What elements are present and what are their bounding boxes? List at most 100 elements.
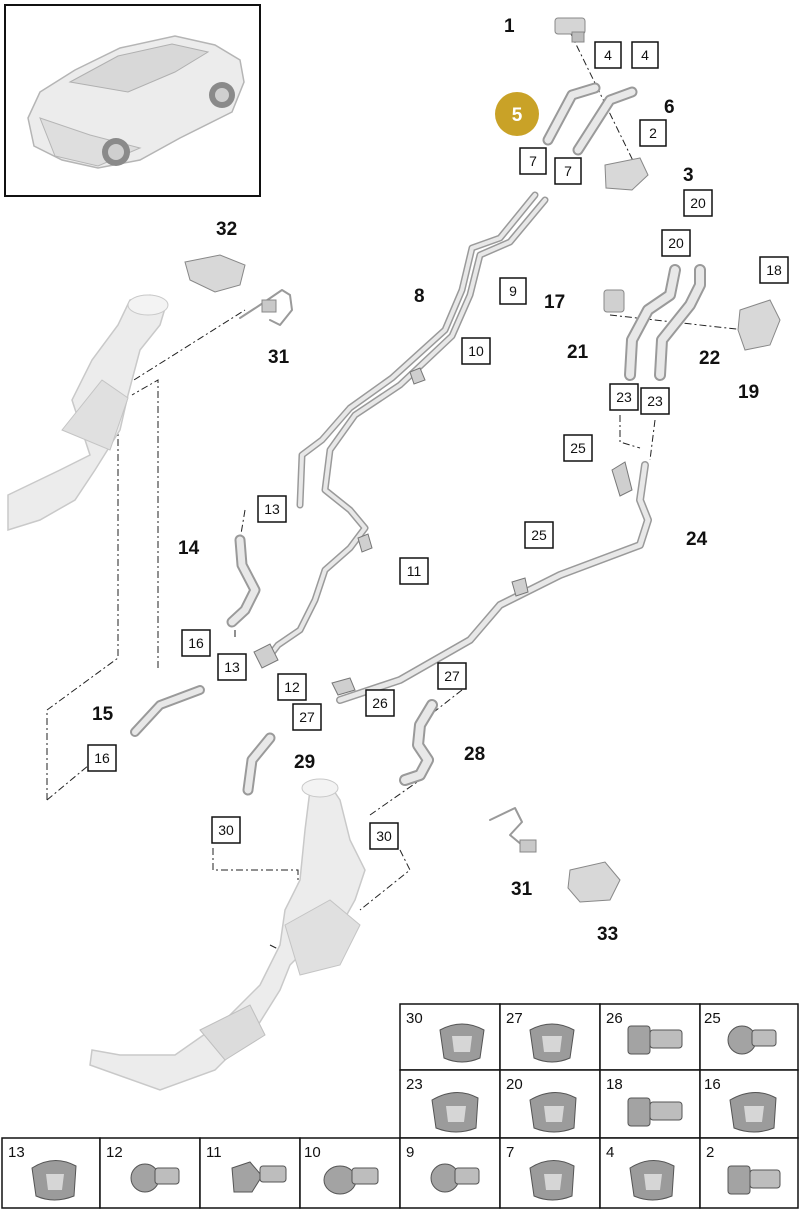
box-13b: 13 — [217, 653, 247, 681]
highlight-number: 5 — [512, 105, 523, 126]
callout-15: 15 — [92, 704, 114, 725]
clamp-icon — [439, 1023, 485, 1063]
svg-text:7: 7 — [529, 153, 537, 169]
svg-text:4: 4 — [641, 47, 649, 63]
box-30a: 30 — [211, 816, 241, 844]
box-10: 10 — [461, 337, 491, 365]
svg-text:11: 11 — [407, 563, 422, 579]
clamp-icon — [729, 1092, 777, 1133]
grid-label: 11 — [206, 1144, 222, 1161]
box-23b: 23 — [640, 387, 670, 415]
svg-text:25: 25 — [570, 440, 586, 456]
callout-14: 14 — [178, 538, 200, 559]
box-27a: 27 — [437, 662, 467, 690]
highlight-callout-5[interactable]: 5 — [495, 92, 539, 136]
callout-17: 17 — [544, 292, 565, 313]
callout-21: 21 — [567, 342, 589, 363]
boxed-callouts: 4 4 2 7 7 20 20 18 9 10 23 23 25 25 13 1… — [87, 41, 789, 850]
svg-text:25: 25 — [531, 527, 547, 543]
callout-31-lower: 31 — [511, 879, 533, 900]
svg-text:18: 18 — [766, 262, 782, 278]
svg-text:12: 12 — [284, 679, 300, 695]
svg-text:26: 26 — [372, 695, 388, 711]
catalytic-converter-lower — [89, 778, 366, 1091]
svg-text:16: 16 — [94, 750, 110, 766]
grid-label: 12 — [106, 1144, 123, 1161]
grid-label: 20 — [506, 1076, 523, 1093]
svg-text:16: 16 — [188, 635, 204, 651]
callout-29: 29 — [294, 752, 315, 773]
box-16a: 16 — [181, 629, 211, 657]
sensor-17 — [603, 289, 625, 313]
bolt-icon — [727, 1025, 777, 1055]
svg-text:13: 13 — [264, 501, 280, 517]
callout-6: 6 — [664, 97, 675, 118]
callout-28: 28 — [464, 744, 485, 765]
catalytic-converter-upper — [7, 294, 169, 532]
grid-label: 18 — [606, 1076, 623, 1093]
box-30b: 30 — [369, 822, 399, 850]
box-20a: 20 — [683, 189, 713, 217]
box-4b: 4 — [631, 41, 659, 69]
grid-label: 23 — [406, 1076, 423, 1093]
svg-text:7: 7 — [564, 163, 572, 179]
clamp-icon — [629, 1160, 675, 1201]
svg-text:23: 23 — [616, 389, 632, 405]
box-27b: 27 — [292, 703, 322, 731]
svg-text:27: 27 — [444, 668, 460, 684]
grid-row-3: 13 12 11 10 9 7 4 2 — [1, 1137, 799, 1209]
bolt-icon — [130, 1163, 180, 1193]
callout-33: 33 — [597, 924, 618, 945]
box-20b: 20 — [661, 229, 691, 257]
grid-label: 9 — [406, 1144, 414, 1161]
clamp-icon — [529, 1023, 575, 1063]
clamp-icon — [431, 1092, 479, 1133]
sensor-1 — [554, 17, 586, 43]
box-23a: 23 — [609, 383, 639, 411]
callout-3: 3 — [683, 165, 694, 186]
bolt-icon — [727, 1165, 781, 1195]
clamp-markers — [253, 367, 633, 696]
svg-text:30: 30 — [218, 822, 234, 838]
box-9: 9 — [499, 277, 527, 305]
sensor-31-lower — [519, 839, 537, 853]
callout-19: 19 — [738, 382, 759, 403]
grid-label: 16 — [704, 1076, 721, 1093]
clamp-icon — [529, 1092, 577, 1133]
box-2: 2 — [639, 119, 667, 147]
callout-31-upper: 31 — [268, 347, 290, 368]
svg-text:20: 20 — [668, 235, 684, 251]
car-illustration — [27, 35, 245, 169]
bracket-33 — [567, 861, 621, 903]
box-7b: 7 — [554, 157, 582, 185]
grid-label: 10 — [304, 1144, 321, 1161]
clamp-icon — [529, 1160, 575, 1201]
svg-text:23: 23 — [647, 393, 663, 409]
box-26: 26 — [365, 689, 395, 717]
grid-label: 2 — [706, 1144, 714, 1161]
callout-22: 22 — [699, 348, 720, 369]
svg-text:10: 10 — [468, 343, 484, 359]
svg-text:27: 27 — [299, 709, 315, 725]
box-25b: 25 — [524, 521, 554, 549]
box-11: 11 — [399, 557, 429, 585]
svg-text:2: 2 — [649, 125, 657, 141]
callout-8: 8 — [414, 286, 425, 307]
bracket-3 — [604, 157, 649, 191]
grid-label: 13 — [8, 1144, 25, 1161]
svg-text:4: 4 — [604, 47, 612, 63]
bolt-icon — [627, 1097, 683, 1127]
grid-label: 27 — [506, 1010, 523, 1027]
callout-1: 1 — [504, 16, 515, 37]
svg-text:30: 30 — [376, 828, 392, 844]
grid-row-2: 23 20 18 16 — [399, 1069, 799, 1139]
grid-row-1: 30 27 26 25 — [399, 1003, 799, 1071]
bracket-19 — [737, 299, 781, 351]
box-18: 18 — [759, 256, 789, 284]
callout-24: 24 — [686, 529, 708, 550]
vehicle-thumbnail — [4, 4, 261, 197]
box-12: 12 — [277, 673, 307, 701]
svg-text:13: 13 — [224, 659, 240, 675]
box-13a: 13 — [257, 495, 287, 523]
